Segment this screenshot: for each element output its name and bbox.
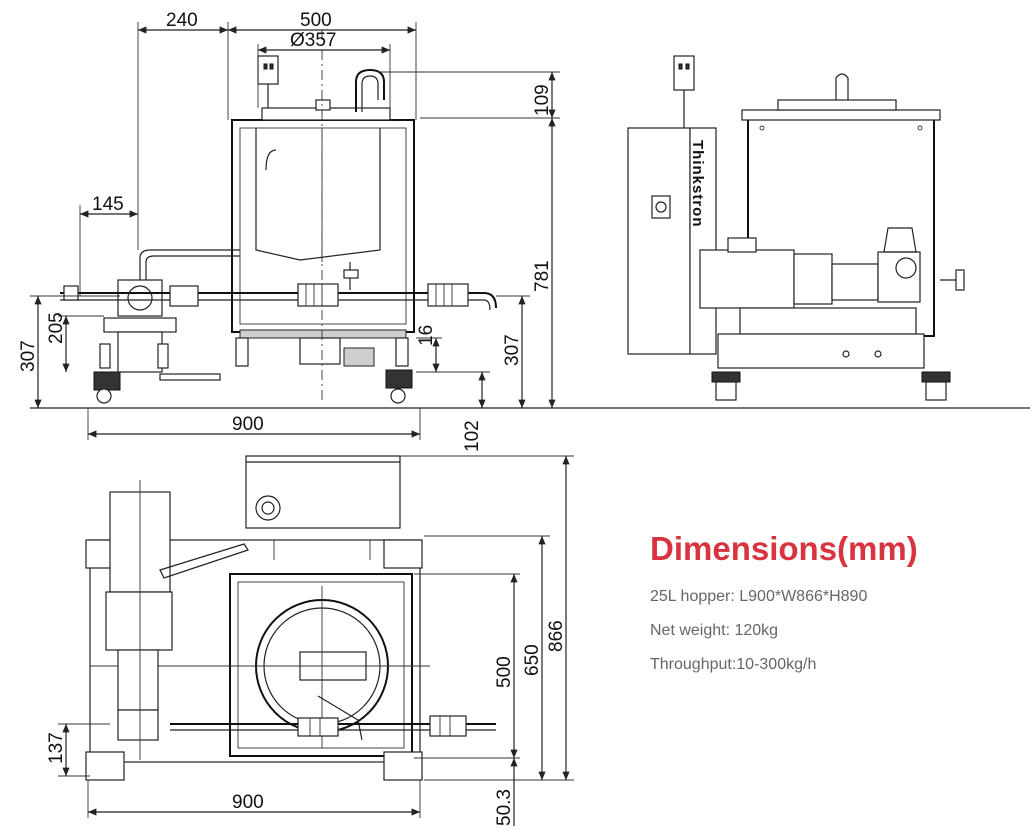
dim-137: 137	[46, 732, 67, 764]
dim-900-top: 900	[232, 792, 264, 813]
dim-16: 16	[416, 325, 437, 346]
spec-net-weight: Net weight: 120kg	[650, 622, 779, 639]
dim-240: 240	[166, 10, 198, 31]
dim-900-front: 900	[232, 414, 264, 435]
dim-102: 102	[462, 420, 483, 452]
spec-throughput: Throughput:10-300kg/h	[650, 656, 817, 673]
dim-307-left: 307	[18, 340, 39, 372]
dim-307-right: 307	[502, 334, 523, 366]
dim-145: 145	[92, 194, 124, 215]
brand-text: Thinkstron	[689, 140, 706, 228]
dim-50-3: 50.3	[494, 789, 515, 826]
spec-hopper: 25L hopper: L900*W866*H890	[650, 588, 868, 605]
dim-866: 866	[546, 620, 567, 652]
dim-500-top: 500	[300, 10, 332, 31]
front-view: 240 500 Ø357 109 145 781 307 205 16 307 …	[18, 10, 1030, 452]
top-view: 866 650 500 137 900 50.3	[46, 455, 574, 826]
specs-panel: Dimensions(mm) 25L hopper: L900*W866*H89…	[650, 530, 1030, 690]
dim-500-side: 500	[494, 656, 515, 688]
specs-title: Dimensions(mm)	[650, 530, 918, 567]
side-view: Thinkstron	[627, 55, 965, 401]
dim-781: 781	[532, 260, 553, 292]
dim-650: 650	[522, 644, 543, 676]
dim-diameter-357: Ø357	[290, 30, 336, 51]
dim-205: 205	[46, 312, 67, 344]
dim-109: 109	[532, 84, 553, 116]
